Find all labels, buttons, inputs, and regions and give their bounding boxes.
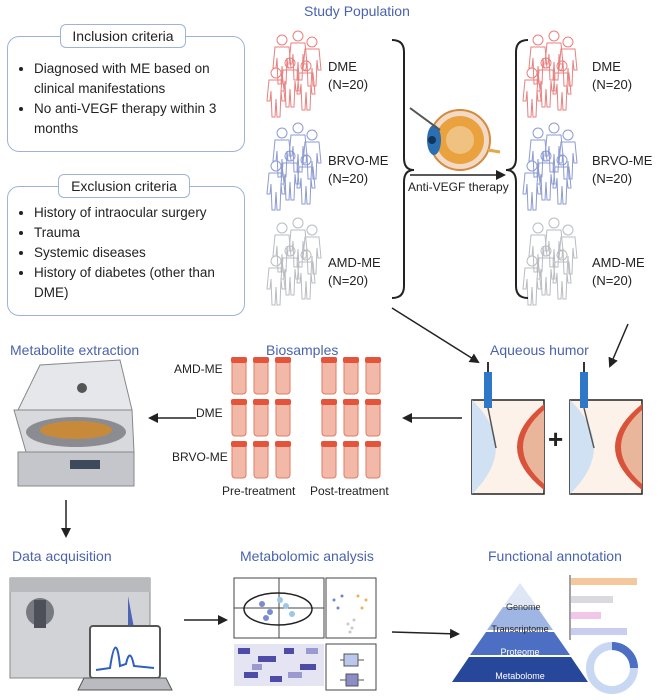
group-name: DME xyxy=(592,59,621,74)
aqueous-sample-pre xyxy=(471,362,545,495)
pre-treatment-label: Pre-treatment xyxy=(222,484,296,498)
inclusion-criteria-box: Diagnosed with ME based on clinical mani… xyxy=(7,36,245,152)
inclusion-item: Diagnosed with ME based on clinical mani… xyxy=(34,59,244,99)
brace-left xyxy=(391,39,415,299)
centrifuge-icon xyxy=(13,359,135,487)
data-acquisition-title: Data acquisition xyxy=(12,548,112,564)
group-label-brvo-right: BRVO-ME (N=20) xyxy=(592,152,652,188)
arrow-analysis-to-annotation xyxy=(391,628,460,639)
group-count: (N=20) xyxy=(592,171,633,186)
crowd-brvo-left xyxy=(266,122,322,211)
pyramid-level-genome: Genome xyxy=(506,602,541,612)
crowd-dme-right xyxy=(522,30,578,118)
anti-vegf-therapy-label: Anti-VEGF therapy xyxy=(408,180,509,194)
group-count: (N=20) xyxy=(592,273,633,288)
pca-scatter-icon xyxy=(233,577,325,639)
group-name: BRVO-ME xyxy=(328,153,389,168)
metabolite-extraction-title: Metabolite extraction xyxy=(10,342,140,358)
pyramid-level-metabolome: Metabolome xyxy=(495,671,545,681)
group-label-dme-right: DME (N=20) xyxy=(592,58,632,94)
heatmap-icon xyxy=(234,644,324,686)
group-count: (N=20) xyxy=(328,171,369,186)
group-name: DME xyxy=(328,59,357,74)
exclusion-item: History of intraocular surgery xyxy=(34,203,244,223)
post-treatment-label: Post-treatment xyxy=(310,484,389,498)
functional-annotation-title: Functional annotation xyxy=(488,548,622,564)
biosamples-title: Biosamples xyxy=(266,342,339,358)
group-count: (N=20) xyxy=(328,273,369,288)
pyramid-level-proteome: Proteome xyxy=(500,647,540,657)
inclusion-item: No anti-VEGF therapy within 3 months xyxy=(34,99,244,139)
exclusion-criteria-box: History of intraocular surgery Trauma Sy… xyxy=(7,186,245,316)
donut-chart-icon xyxy=(586,642,638,694)
biosample-row-dme: DME xyxy=(196,406,223,420)
omics-pyramid-icon xyxy=(452,583,588,682)
group-label-amd-left: AMD-ME (N=20) xyxy=(328,254,381,290)
crowd-amd-right xyxy=(522,217,578,306)
biosample-row-brvo: BRVO-ME xyxy=(172,450,228,464)
crowd-brvo-right xyxy=(522,122,578,211)
inclusion-criteria-title: Inclusion criteria xyxy=(60,24,186,48)
boxplot-icon xyxy=(325,643,377,691)
group-count: (N=20) xyxy=(592,77,633,92)
group-count: (N=20) xyxy=(328,77,369,92)
plus-sign: + xyxy=(548,424,564,454)
group-name: AMD-ME xyxy=(328,255,381,270)
biosample-tubes xyxy=(231,357,381,479)
enrichment-bar-icon xyxy=(569,575,637,640)
laptop-chromatogram-icon xyxy=(77,625,173,691)
group-name: AMD-ME xyxy=(592,255,645,270)
metabolomic-analysis-title: Metabolomic analysis xyxy=(240,548,374,564)
exclusion-item: Systemic diseases xyxy=(34,243,244,263)
group-name: BRVO-ME xyxy=(592,153,653,168)
eye-injection-icon xyxy=(409,107,501,171)
group-label-dme-left: DME (N=20) xyxy=(328,58,368,94)
brace-right xyxy=(505,39,529,299)
exclusion-criteria-title: Exclusion criteria xyxy=(58,174,190,198)
group-label-brvo-left: BRVO-ME (N=20) xyxy=(328,152,388,188)
biosample-row-amd: AMD-ME xyxy=(174,362,223,376)
group-label-amd-right: AMD-ME (N=20) xyxy=(592,254,645,290)
aqueous-sample-post xyxy=(569,362,643,495)
pyramid-level-transcriptome: Transcriptome xyxy=(491,624,549,634)
study-population-title: Study Population xyxy=(304,3,410,19)
arrow-to-aqueous-right xyxy=(608,323,629,368)
aqueous-humor-title: Aqueous humor xyxy=(490,342,589,358)
exclusion-item: History of diabetes (other than DME) xyxy=(34,263,244,303)
crowd-amd-left xyxy=(266,217,322,306)
volcano-plot-icon xyxy=(325,577,377,639)
crowd-dme-left xyxy=(266,30,322,118)
arrow-to-aqueous-left xyxy=(391,307,480,364)
exclusion-item: Trauma xyxy=(34,223,244,243)
